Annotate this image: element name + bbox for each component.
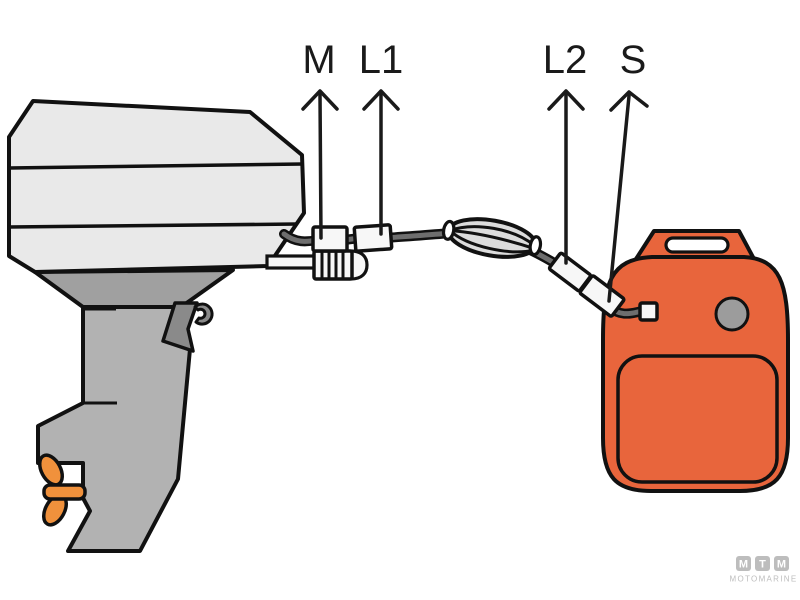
transom-clamp-hook — [193, 302, 214, 326]
tank-fitting — [638, 301, 659, 322]
label-l1: L1 — [359, 38, 404, 82]
tank-face-panel — [616, 354, 779, 484]
pointer-arrow-s-icon — [607, 90, 649, 303]
tiller-shaft — [265, 254, 318, 270]
primer-bulb-collar-left — [441, 219, 456, 241]
cowling-seam-upper — [9, 162, 304, 170]
tank-handle-hole — [664, 236, 730, 254]
cowling-seam-lower — [9, 222, 298, 229]
logo-letter-3: M — [777, 559, 786, 571]
tiller-handle — [265, 249, 369, 281]
transom-clamp-body — [161, 301, 199, 353]
logo-subtitle: MOTOMARINE — [730, 575, 798, 584]
primer-bulb — [441, 217, 543, 259]
engine-cowling — [7, 99, 306, 274]
mtm-motomarine-logo: M T M MOTOMARINE — [730, 556, 798, 584]
logo-box-2 — [755, 556, 770, 571]
tiller-grip — [312, 249, 354, 281]
connector-l1 — [352, 223, 394, 253]
primer-bulb-collar-right — [528, 235, 543, 257]
outboard-motor — [7, 99, 369, 553]
propeller — [37, 453, 87, 527]
tank-filler-cap — [714, 296, 750, 332]
pointer-arrow-l1-icon — [362, 89, 400, 236]
propeller-hub — [42, 483, 87, 501]
logo-letter-2: T — [759, 559, 766, 571]
fuel-tank — [601, 229, 790, 493]
logo-box-1 — [736, 556, 751, 571]
primer-bulb-seams — [448, 225, 536, 254]
pointer-arrow-l2-icon — [547, 89, 585, 265]
logo-letter-1: M — [739, 559, 748, 571]
label-l2: L2 — [543, 38, 588, 82]
callouts: M L1 L2 S — [301, 38, 649, 303]
fuel-line — [279, 217, 659, 322]
label-s: S — [620, 38, 647, 82]
connector-m — [311, 225, 349, 253]
pointer-arrow-m-icon — [301, 89, 339, 240]
logo-box-3 — [774, 556, 789, 571]
label-m: M — [302, 38, 335, 82]
tiller-grip-ribs — [320, 252, 345, 278]
tank-body — [601, 255, 790, 493]
